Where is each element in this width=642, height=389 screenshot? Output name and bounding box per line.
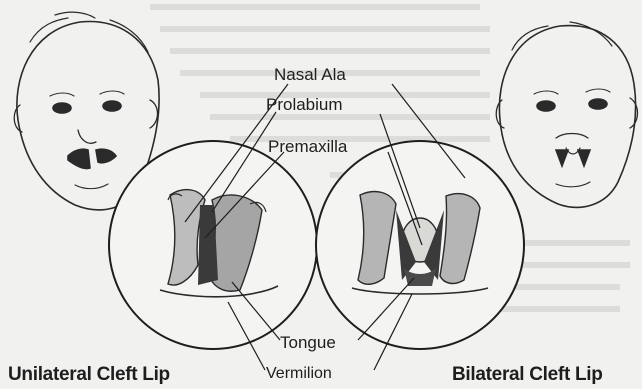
title-bilateral: Bilateral Cleft Lip (452, 365, 603, 384)
label-tongue: Tongue (280, 334, 336, 351)
bilateral-cleft-closeup (316, 141, 524, 349)
label-premaxilla: Premaxilla (268, 138, 347, 155)
label-nasal-ala: Nasal Ala (274, 66, 346, 83)
label-prolabium: Prolabium (266, 96, 343, 113)
label-vermilion: Vermilion (266, 366, 332, 382)
right-infant-face (496, 22, 637, 207)
unilateral-cleft-closeup (109, 141, 317, 349)
title-unilateral: Unilateral Cleft Lip (8, 365, 170, 384)
